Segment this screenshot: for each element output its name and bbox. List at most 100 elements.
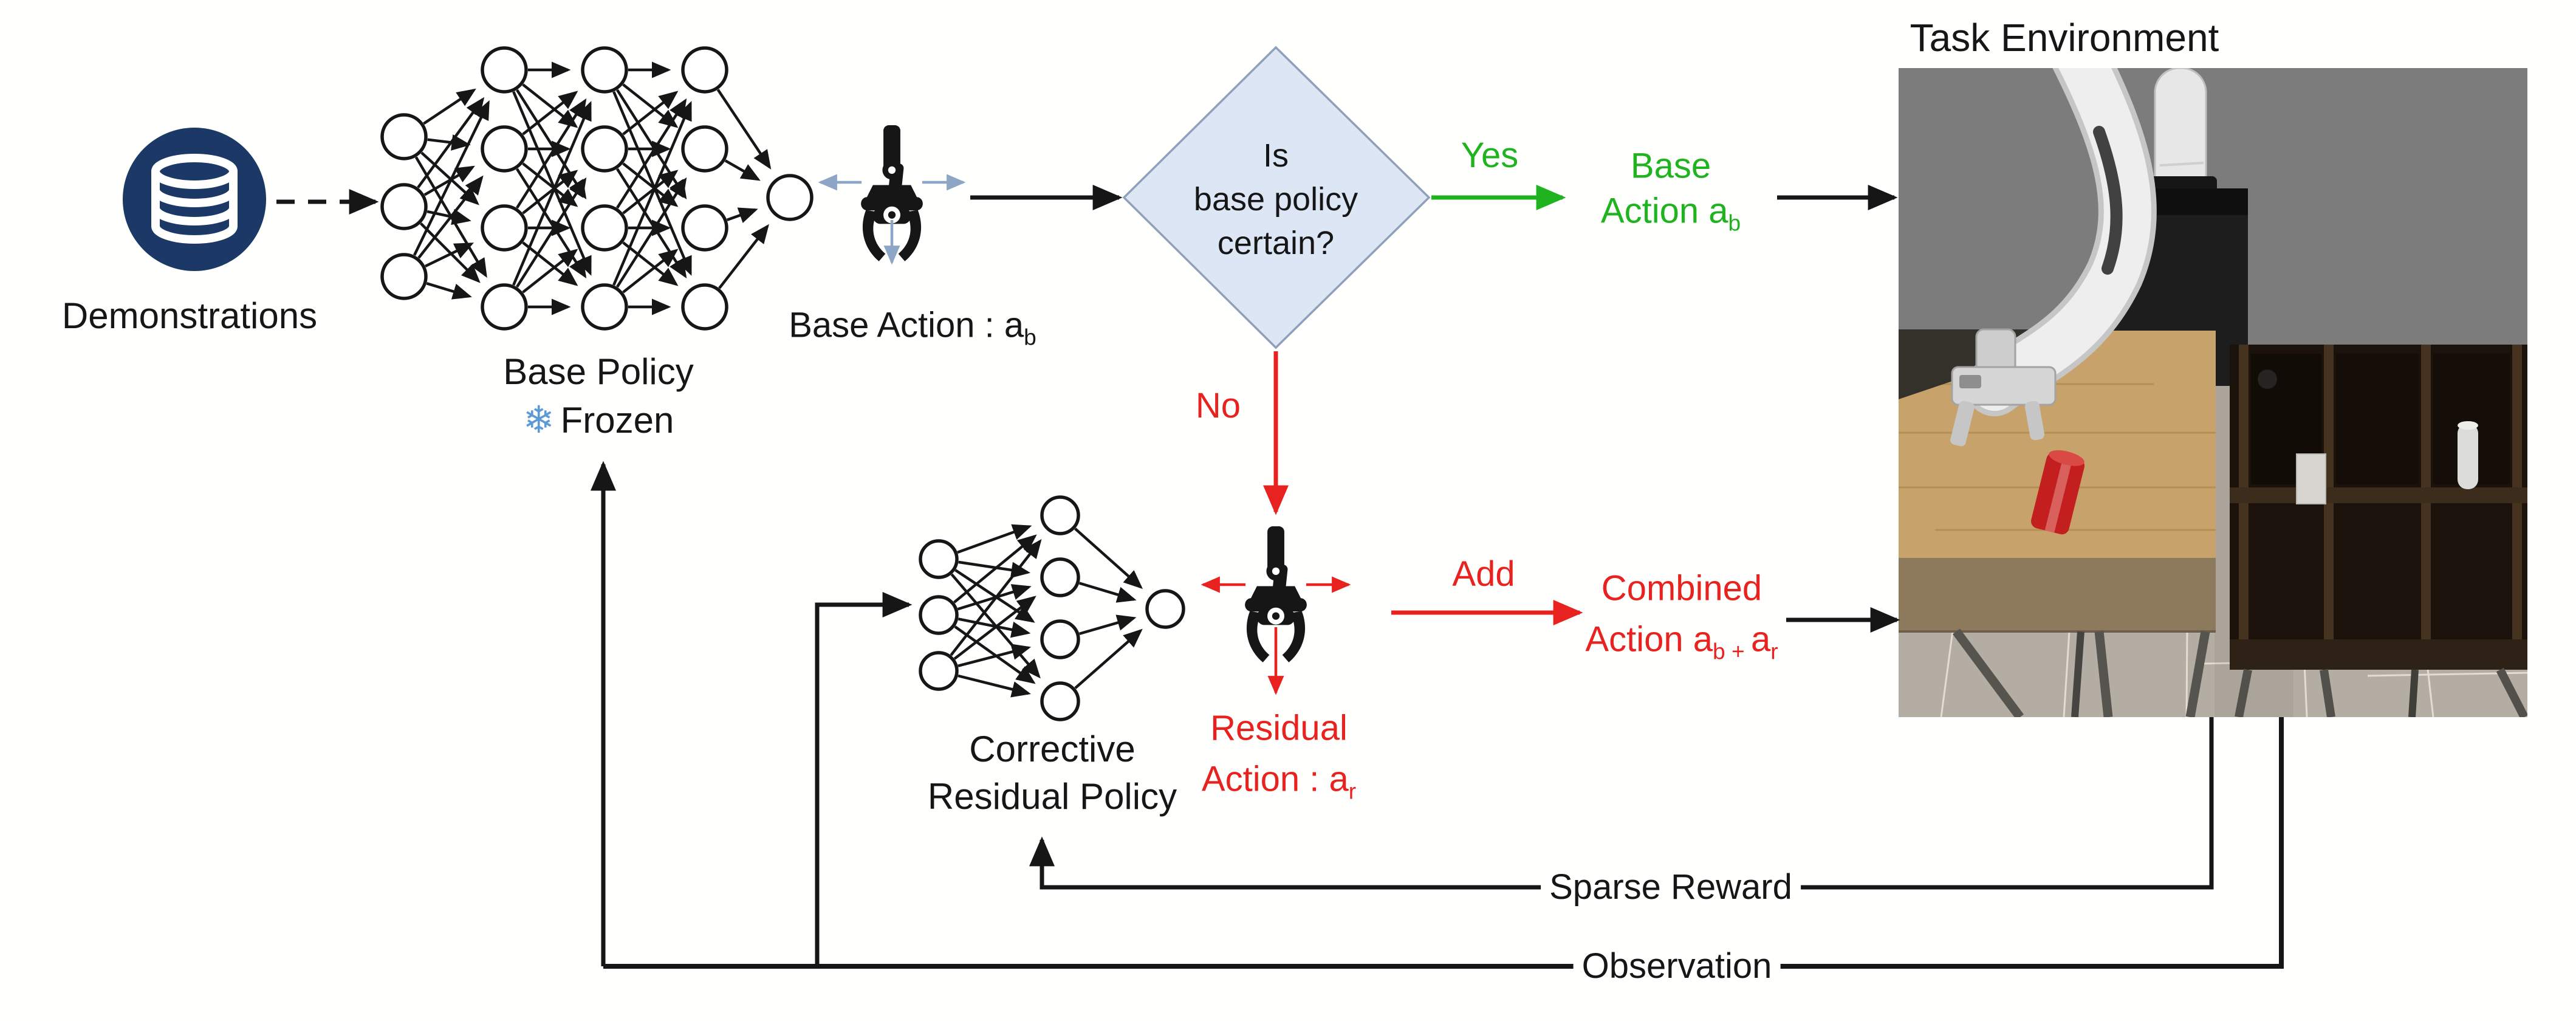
network-edge [512,91,592,276]
network-edge [957,644,1032,667]
network-node [1040,619,1080,659]
network-node [581,283,628,331]
robot-arm-foreground [1965,68,2157,416]
network-edge [957,674,1031,698]
network-node [919,651,959,691]
network-edge [957,524,1032,554]
decision-diamond [1122,46,1431,349]
network-edge [417,97,485,188]
network-node [481,125,528,173]
network-edge [953,534,1037,603]
network-edge [417,175,484,259]
network-node [380,113,428,160]
network-edge [522,83,578,128]
network-edge [716,89,772,170]
task-environment-title: Task Environment [1910,16,2219,60]
network-node [1040,557,1080,597]
network-edge [522,241,578,286]
network-edge [427,134,471,151]
decision-question: Is base policy certain? [1193,137,1358,261]
snowflake-icon: ❄ [522,399,555,441]
base-policy-status: ❄ Frozen [523,397,674,444]
base-policy-network [380,46,814,331]
network-edge [726,207,758,223]
yes-label: Yes [1461,136,1519,175]
network-edge [622,241,679,286]
network-edge [522,162,578,207]
network-node [581,204,628,252]
frozen-label: Frozen [560,400,674,441]
observation-line [603,717,2284,969]
network-edge [423,88,476,125]
sim-gripper [1950,328,2057,447]
network-edge [1078,582,1137,603]
network-edge [515,177,587,288]
network-edge [622,83,679,128]
network-node [380,183,428,230]
shelf-legs [2235,667,2527,717]
network-node [1040,495,1080,535]
network-edge [1079,614,1137,635]
network-edge [622,91,679,136]
network-edge [622,162,679,207]
network-edge [954,625,1036,684]
network-edge [423,165,475,196]
network-edge [622,249,679,294]
network-edge [957,617,1031,638]
network-edge [1074,628,1143,689]
shelf-unit [2230,345,2527,670]
task-environment-image [1899,68,2527,717]
corrective-policy-label: Corrective Residual Policy [927,729,1177,817]
network-edge [515,98,587,209]
network-node [766,174,814,221]
network-node [481,283,528,331]
network-node [681,204,728,252]
network-edge [1074,528,1143,590]
network-node [380,253,428,300]
white-cylinder-object [2458,424,2478,489]
network-edge [426,282,472,300]
no-label: No [1195,386,1241,425]
network-node [681,125,728,173]
network-edge [522,91,578,136]
network-node [481,46,528,94]
base-action-label: Base Action : ab [789,305,1036,350]
network-edge [612,91,692,276]
base-action-gripper-icon [818,125,966,265]
network-edge [419,222,481,283]
network-edge [522,249,578,294]
sparse-reward-label: Sparse Reward [1541,865,1801,910]
network-node [919,539,959,579]
network-edge [957,584,1032,611]
observation-label: Observation [1573,944,1781,989]
residual-action-gripper-icon [1201,526,1351,695]
base-policy-label: Base Policy [503,351,694,392]
corrective-residual-network [919,495,1185,721]
network-edge [953,596,1036,660]
network-node [581,46,628,94]
network-edge [615,177,687,288]
residual-action-label: Residual Action : ar [1201,708,1357,804]
network-node [581,125,628,173]
network-node [1145,589,1185,629]
network-edge [950,539,1042,656]
network-edge [724,159,761,181]
white-box-object [2296,453,2326,504]
add-label: Add [1452,554,1515,594]
network-edge [612,101,692,286]
red-can-object [2031,450,2084,535]
combined-action-label: Combined Action ab + ar [1585,568,1778,664]
network-node [681,46,728,94]
network-edge [615,98,687,209]
network-node [1040,681,1080,721]
network-node [681,283,728,331]
table-legs [1952,628,2210,717]
network-node [481,204,528,252]
network-node [919,595,959,635]
network-edge [718,224,769,289]
network-edge [413,100,490,256]
database-icon [123,128,266,271]
observation-to-corrective-line [815,592,913,966]
